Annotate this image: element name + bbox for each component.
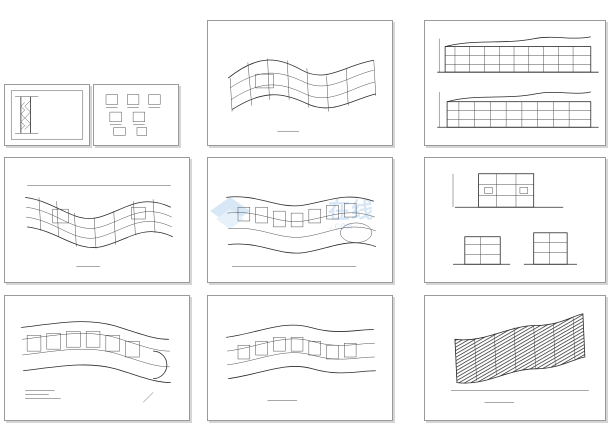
elevation-left	[453, 236, 511, 265]
sheet-curved-plan-ground[interactable]	[4, 295, 190, 421]
curved-plan-ground-drawing	[21, 321, 171, 403]
stair-section-drawing	[10, 90, 84, 140]
sheet-elevations-pair[interactable]	[424, 20, 606, 146]
sheet-roof-plan-hatched[interactable]	[424, 295, 606, 421]
elevations-pair-drawing	[437, 36, 599, 128]
elevation-front	[454, 173, 564, 208]
elevations-side-drawing	[452, 173, 577, 265]
elevation-right	[523, 232, 577, 265]
elevation-upper	[437, 36, 599, 73]
curved-plan-top-drawing	[227, 58, 376, 132]
curved-plan-drawing	[25, 185, 173, 267]
detail-thumbnails-drawing	[105, 94, 161, 136]
sheet-elevations-side[interactable]	[424, 157, 606, 283]
sheet-curved-plan-top[interactable]	[207, 20, 393, 146]
roof-plan-hatched-drawing	[451, 313, 589, 403]
sheet-stair-section[interactable]	[4, 84, 90, 146]
curved-plan-rooms-drawing	[226, 196, 376, 267]
sheet-detail-thumbnails[interactable]	[93, 84, 179, 146]
sheet-curved-plan[interactable]	[4, 157, 190, 283]
curved-plan-upper-drawing	[226, 324, 376, 401]
sheet-curved-plan-upper[interactable]	[207, 295, 393, 421]
sheet-curved-plan-rooms[interactable]	[207, 157, 393, 283]
elevation-lower	[437, 91, 599, 128]
